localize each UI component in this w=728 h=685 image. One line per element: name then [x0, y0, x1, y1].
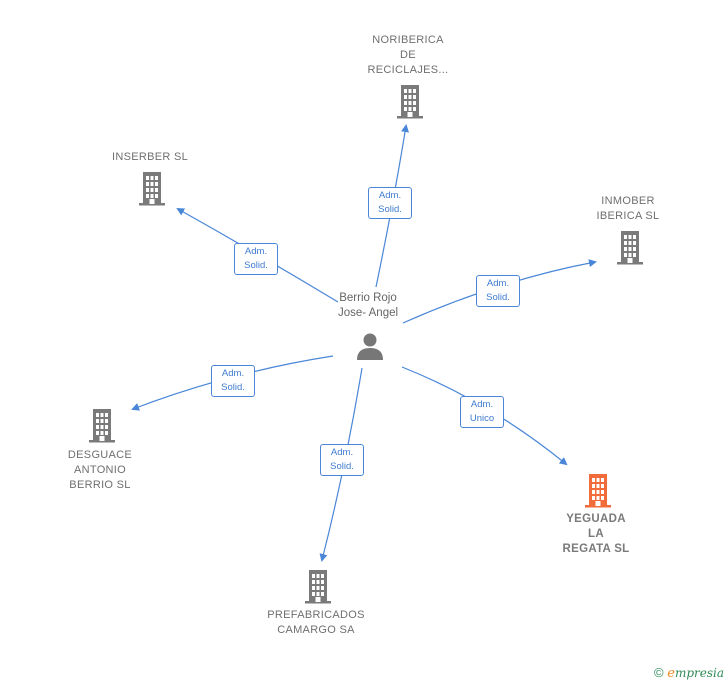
- edge-label-inserber: Adm. Solid.: [234, 243, 278, 275]
- building-icon[interactable]: [136, 170, 168, 206]
- building-icon[interactable]: [86, 407, 118, 443]
- building-icon[interactable]: [582, 472, 614, 508]
- edge-label-desguace: Adm. Solid.: [211, 365, 255, 397]
- building-icon[interactable]: [614, 229, 646, 265]
- edge-label-noriberica: Adm. Solid.: [368, 187, 412, 219]
- brand-e: e: [667, 666, 675, 681]
- brand-name: mpresia: [674, 666, 724, 680]
- center-person-label: Berrio Rojo Jose- Angel: [337, 292, 399, 319]
- building-icon[interactable]: [302, 568, 334, 604]
- node-label-desguace[interactable]: DESGUACE ANTONIO BERRIO SL: [67, 449, 133, 491]
- node-label-inmober[interactable]: INMOBER IBERICA SL: [596, 195, 660, 222]
- edge-label-yeguada: Adm. Unico: [460, 396, 504, 428]
- node-label-inserber[interactable]: INSERBER SL: [111, 151, 189, 163]
- building-icon[interactable]: [394, 83, 426, 119]
- copyright-symbol: ©: [654, 665, 664, 680]
- node-label-prefabricados[interactable]: PREFABRICADOS CAMARGO SA: [267, 609, 365, 636]
- edge-label-inmober: Adm. Solid.: [476, 275, 520, 307]
- brand-watermark: © empresia: [654, 665, 724, 681]
- edge-label-prefabricados: Adm. Solid.: [320, 444, 364, 476]
- node-label-yeguada[interactable]: YEGUADA LA REGATA SL: [562, 513, 630, 555]
- node-label-noriberica[interactable]: NORIBERICA DE RECICLAJES...: [367, 34, 449, 76]
- person-icon[interactable]: [355, 331, 385, 361]
